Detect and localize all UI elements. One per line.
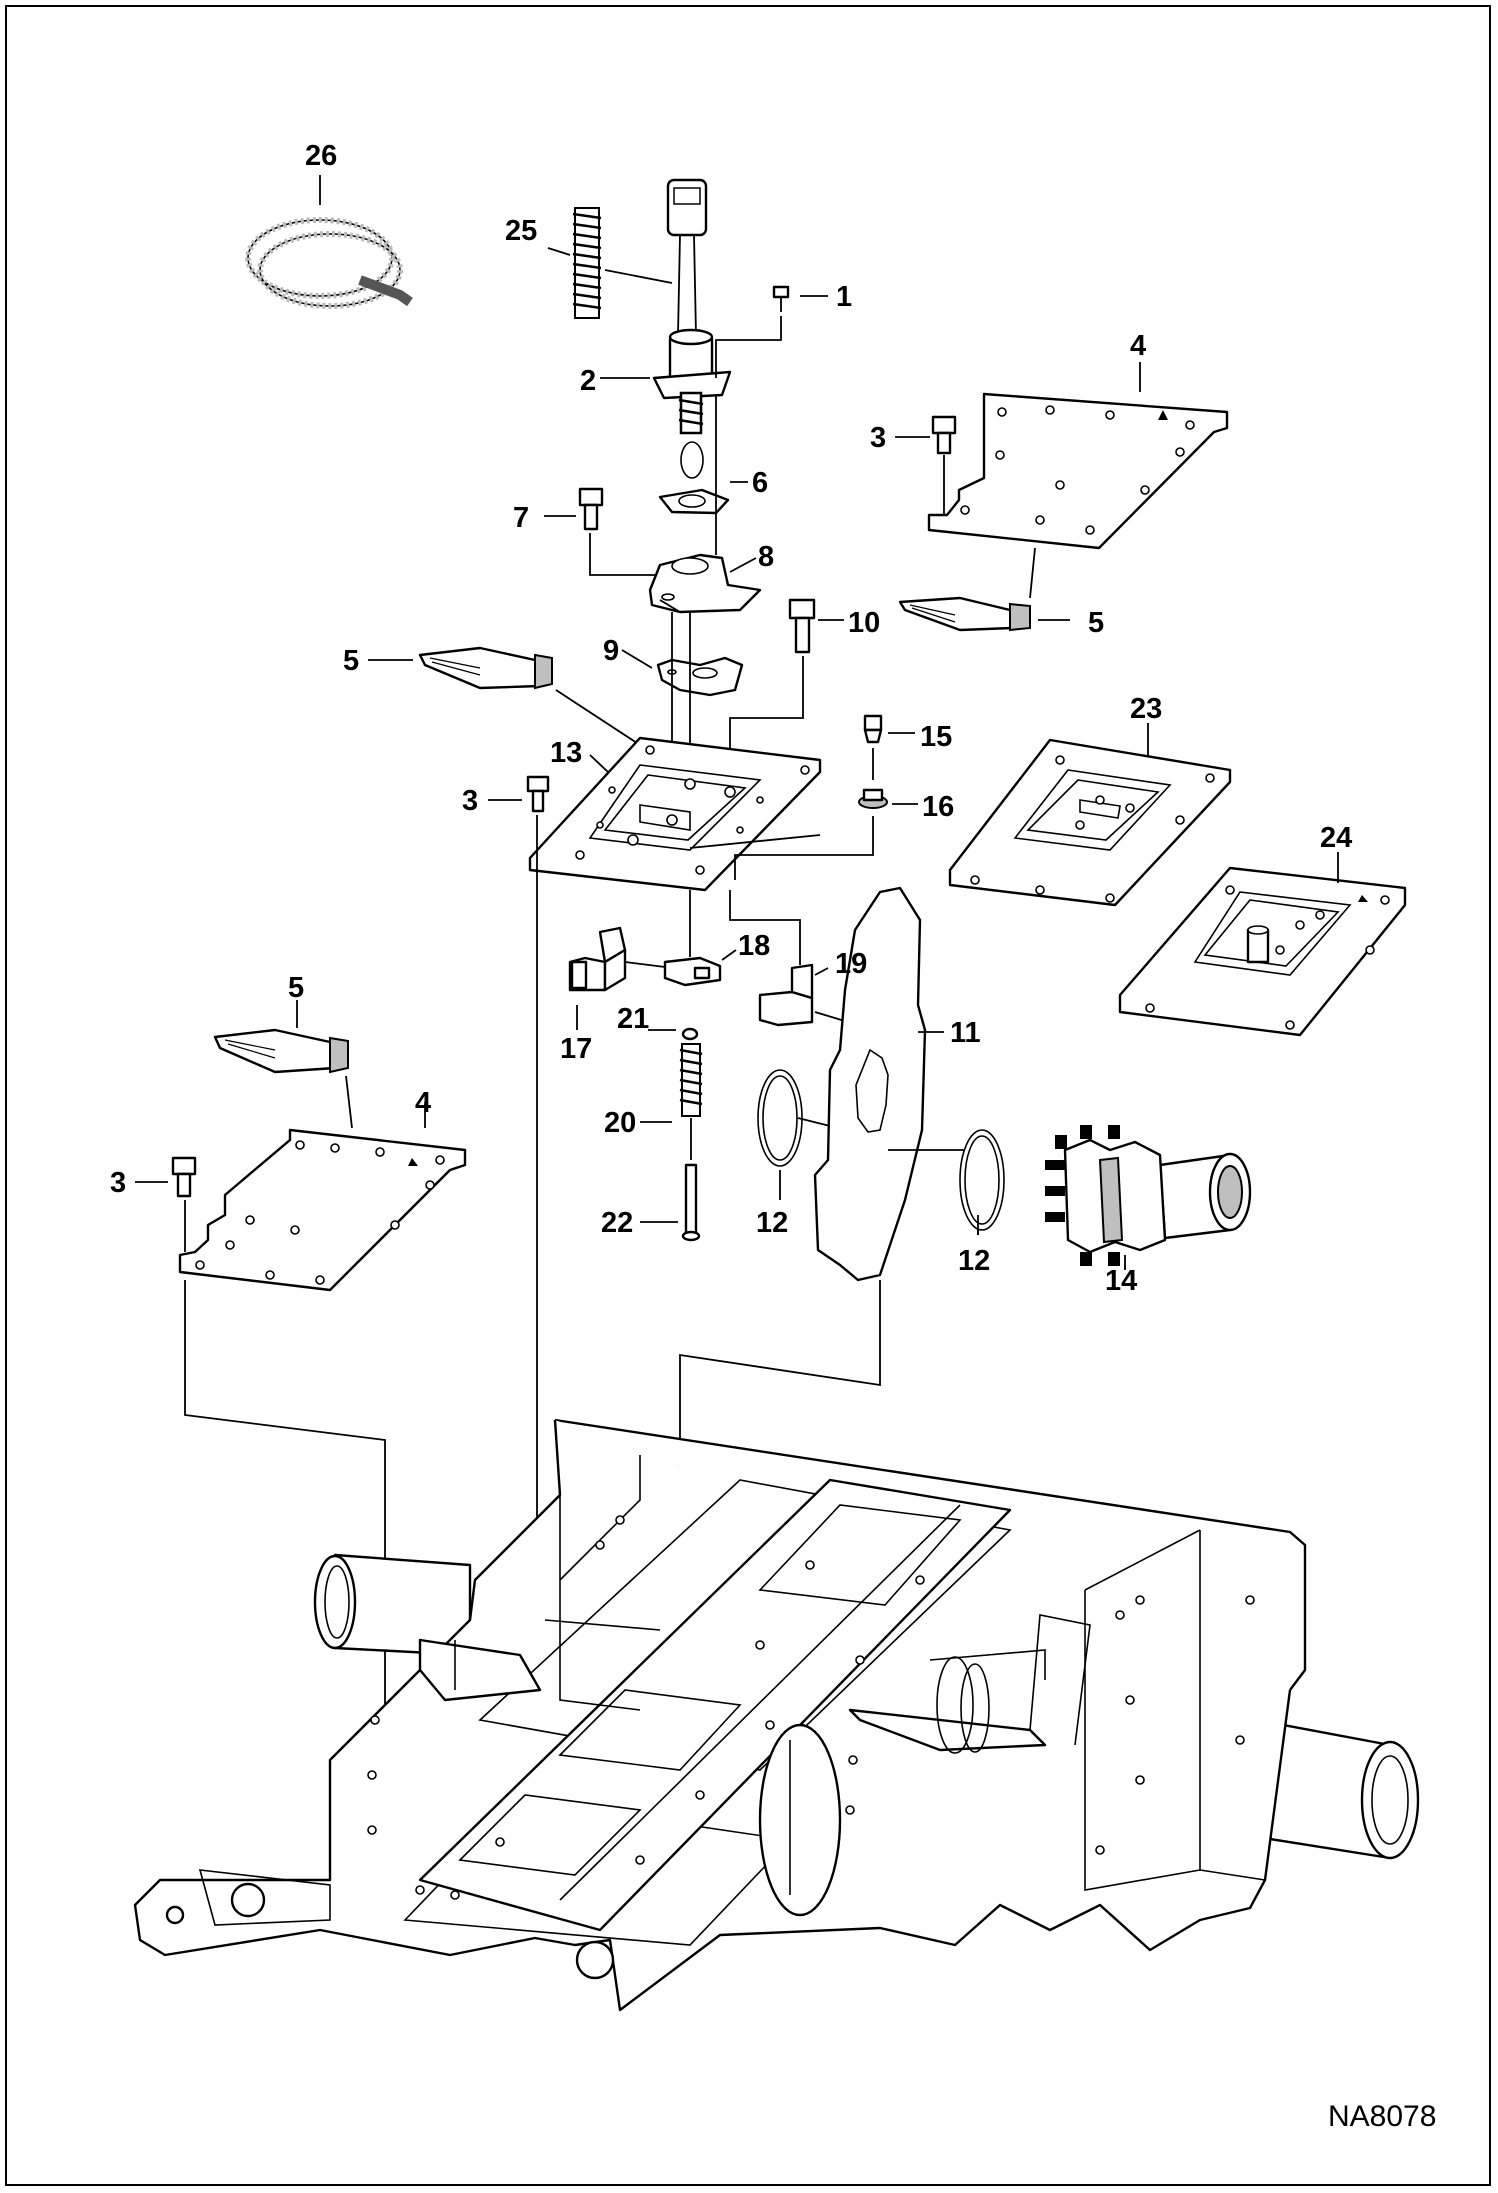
callout-16: 18 [738, 930, 770, 962]
callout-14: 14 [1105, 1265, 1137, 1297]
callout-23: 23 [1130, 693, 1162, 725]
callout-22: 16 [922, 791, 954, 823]
gasket-part-9 [656, 656, 744, 697]
retaining-ring-part-12-left [757, 1069, 803, 1167]
hose-coil-part-26 [245, 217, 413, 309]
leader-12-left-b [797, 1117, 831, 1127]
leader-16 [721, 949, 737, 961]
cover-plate-part-4-top [927, 392, 1229, 550]
bolt-part-3-bottom [171, 1156, 197, 1198]
plate-part-24 [1118, 866, 1407, 1037]
gasket-part-6 [658, 441, 730, 515]
callout-labels: 26 25 1 2 4 3 6 7 8 5 10 5 9 23 15 13 3 … [110, 140, 1352, 1297]
callout-18: 20 [604, 1107, 636, 1139]
callout-15: 17 [560, 1033, 592, 1065]
valve-body-part-8 [648, 553, 762, 614]
leader-17-up [729, 890, 801, 965]
leader-chassis-left [184, 1280, 386, 1925]
callout-20: 22 [601, 1207, 633, 1239]
leader-7b [589, 533, 660, 576]
fitting-part-21 [863, 714, 883, 744]
leader-25b [604, 269, 673, 284]
callout-3-bottom: 3 [110, 1167, 126, 1199]
block-part-17 [758, 963, 814, 1027]
machine-frame-chassis [133, 1418, 1420, 2012]
leader-17 [814, 967, 829, 976]
bolt-part-7 [578, 487, 604, 531]
callout-3-center: 3 [462, 785, 478, 817]
leader-15b [624, 961, 666, 968]
leader-13 [589, 754, 609, 773]
callout-4-bottom: 4 [415, 1087, 431, 1119]
callout-6: 6 [752, 467, 768, 499]
leader-9 [621, 649, 653, 669]
solenoid-part-2 [652, 178, 732, 435]
leader-22b [734, 816, 874, 880]
cover-plate-part-4-bottom [178, 1128, 467, 1292]
callout-5-left: 5 [343, 645, 359, 677]
leader-5-bottom-b [345, 1075, 353, 1129]
retaining-ring-part-12-right [959, 1129, 1005, 1231]
mount-plate-part-13 [528, 736, 822, 892]
callout-12-left: 12 [756, 1207, 788, 1239]
spring-part-25 [572, 207, 602, 319]
callout-5-bottom: 5 [288, 972, 304, 1004]
callout-21: 15 [920, 721, 952, 753]
tube-part-5-bottom [213, 1028, 349, 1074]
callout-13: 13 [550, 737, 582, 769]
sprocket-part-14 [1045, 1125, 1252, 1266]
block-part-15 [568, 926, 627, 992]
plate-part-23 [948, 738, 1232, 907]
leader-5-left-b [555, 689, 641, 746]
callout-5-right: 5 [1088, 607, 1104, 639]
callout-10: 10 [848, 607, 880, 639]
leader-10b [729, 656, 804, 775]
callout-9: 9 [603, 635, 619, 667]
bolt-part-10 [788, 598, 816, 654]
ball-part-19 [681, 1027, 699, 1041]
screw-part-1 [772, 285, 790, 312]
callout-12-right: 12 [958, 1245, 990, 1277]
drawing-reference-code: NA8078 [1328, 2100, 1436, 2133]
plug-part-22 [858, 788, 888, 809]
callout-7: 7 [513, 502, 529, 534]
bolt-part-3-center [526, 775, 550, 813]
callout-24: 24 [1320, 822, 1352, 854]
callout-8: 8 [758, 541, 774, 573]
callout-17: 19 [835, 948, 867, 980]
callout-3-top: 3 [870, 422, 886, 454]
callout-25: 25 [505, 215, 537, 247]
bolt-part-3-top [931, 415, 957, 455]
tube-part-5-right [898, 596, 1031, 632]
block-part-16 [663, 956, 722, 987]
leader-25 [547, 247, 571, 256]
spring-part-18 [679, 1043, 703, 1117]
leader-5r-cover [1029, 547, 1036, 599]
tube-part-5-left [418, 646, 553, 690]
callout-11: 11 [950, 1017, 981, 1049]
callout-26: 26 [305, 140, 337, 172]
pin-part-20 [681, 1163, 701, 1242]
leader-13-b [689, 834, 821, 849]
callout-1: 1 [836, 281, 852, 313]
brake-disc-part-11 [813, 886, 927, 1282]
callout-2: 2 [580, 365, 596, 397]
callout-19: 21 [617, 1003, 649, 1035]
callout-4-top: 4 [1130, 330, 1146, 362]
leader-1b [715, 316, 782, 378]
leader-8 [729, 557, 757, 573]
